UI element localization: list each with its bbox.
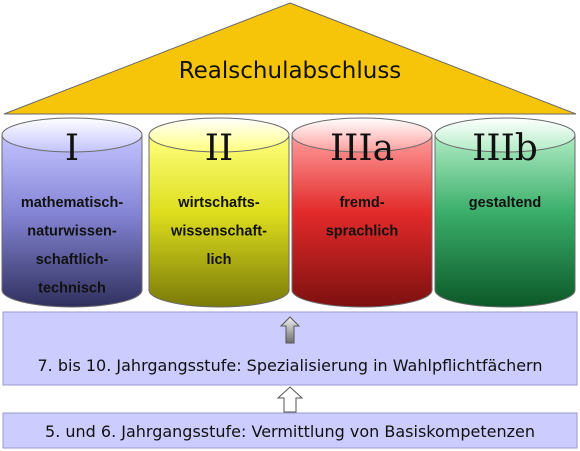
pillar-numeral: IIIb	[472, 128, 538, 169]
pillar-numeral: I	[65, 128, 79, 169]
roof-title: Realschulabschluss	[179, 58, 402, 84]
up-arrow-outline-icon	[276, 386, 304, 413]
pillar-top	[148, 117, 290, 153]
pillar-top	[1, 117, 143, 153]
pillar-label-line: gestaltend	[469, 195, 542, 211]
pillar-label-line: mathematisch-	[21, 195, 124, 211]
pillar-label-line: lich	[207, 252, 232, 268]
pillar-top	[434, 117, 576, 153]
roof-triangle	[3, 2, 577, 115]
pillar-numeral: IIIa	[330, 128, 394, 169]
pillar-body	[1, 134, 143, 308]
pillar-3: IIIa fremd-sprachlich	[291, 117, 433, 308]
upper-band-label: 7. bis 10. Jahrgangsstufe: Spezialisieru…	[38, 356, 543, 375]
pillar-body	[148, 134, 290, 308]
pillar-label-line: wissenschaft-	[170, 224, 267, 240]
pillar-label-line: technisch	[38, 281, 106, 297]
pillar-label-line: schaftlich-	[36, 252, 109, 268]
pillar-label-line: naturwissen-	[27, 224, 117, 240]
pillar-4: IIIb gestaltend	[434, 117, 576, 308]
pillar-body	[434, 134, 576, 308]
pillar-numeral: II	[205, 128, 233, 169]
upper-band	[2, 311, 578, 386]
pillars: Imathematisch-naturwissen-schaftlich-tec…	[1, 117, 576, 308]
pillar-label-line: sprachlich	[326, 224, 399, 240]
pillar-label-line: wirtschafts-	[177, 195, 260, 211]
lower-band	[2, 412, 578, 449]
pillar-body	[291, 134, 433, 308]
pillar-label-line: fremd-	[339, 195, 384, 211]
pillar-1: Imathematisch-naturwissen-schaftlich-tec…	[1, 117, 143, 308]
pillar-top	[291, 117, 433, 153]
up-arrow-icon	[279, 316, 301, 344]
lower-band-label: 5. und 6. Jahrgangsstufe: Vermittlung vo…	[45, 422, 535, 441]
pillar-2: II wirtschafts-wissenschaft-lich	[148, 117, 290, 308]
